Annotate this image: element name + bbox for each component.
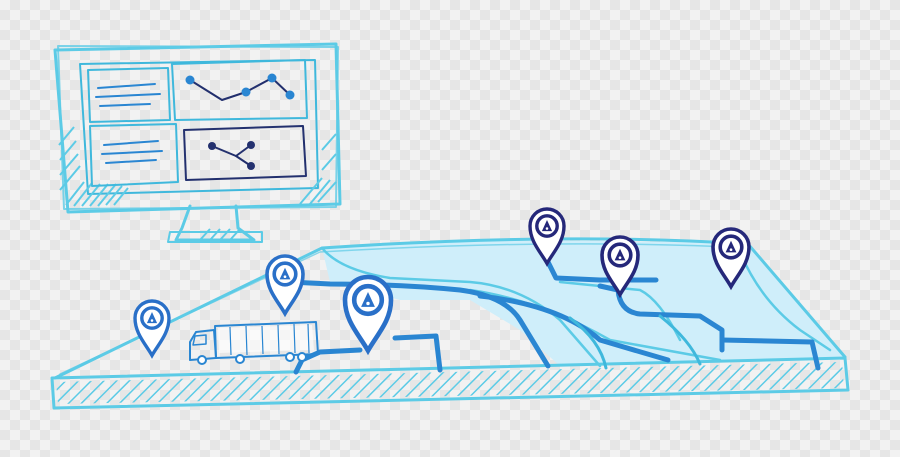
- monitor-icon: [53, 42, 342, 243]
- map-pin-icon: [600, 235, 640, 299]
- map-pin-icon: [528, 207, 566, 267]
- map-slab-front: [50, 356, 850, 410]
- map-pin-icon: [133, 299, 171, 359]
- text-panel-top: [87, 67, 171, 123]
- bezel-hatching: [58, 126, 129, 207]
- truck-icon: [189, 321, 319, 365]
- map-platform: [50, 237, 850, 410]
- network-icon: [183, 125, 307, 181]
- monitor-stand: [167, 204, 263, 243]
- map-pin-icon: [342, 274, 394, 356]
- line-chart-icon: [171, 59, 308, 121]
- map-pin-icon: [711, 227, 751, 291]
- text-panel-bottom: [89, 123, 179, 187]
- map-pin-icon: [265, 254, 305, 318]
- map-region-fill: [322, 240, 845, 366]
- map-pins: [133, 207, 751, 359]
